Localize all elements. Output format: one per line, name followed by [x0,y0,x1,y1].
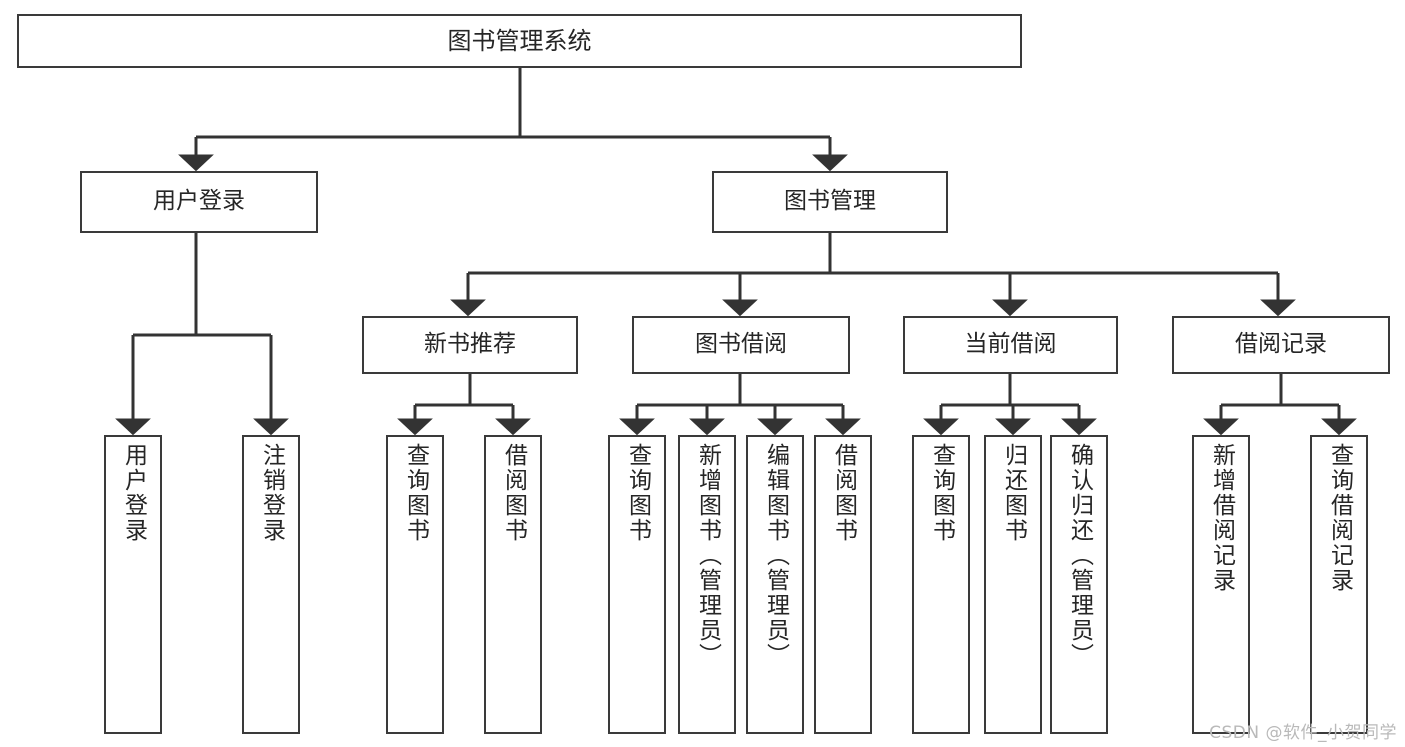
node-book-manage[interactable]: 图书管理 [712,171,948,233]
node-borrow-record[interactable]: 借阅记录 [1172,316,1390,374]
node-leaf-borrow-book-2[interactable]: 借阅图书 [814,435,872,734]
node-root-system[interactable]: 图书管理系统 [17,14,1022,68]
node-leaf-user-login[interactable]: 用户登录 [104,435,162,734]
node-leaf-edit-book-admin[interactable]: 编辑图书（管理员） [746,435,804,734]
node-leaf-return-book[interactable]: 归还图书 [984,435,1042,734]
node-leaf-query-borrow-record-label: 查询借阅记录 [1326,443,1353,593]
node-leaf-query-book-1[interactable]: 查询图书 [386,435,444,734]
watermark-text: CSDN @软件_小贺同学 [1209,723,1397,743]
node-leaf-add-book-admin-label: 新增图书（管理员） [694,443,721,668]
node-new-book-recommend-label: 新书推荐 [424,331,516,358]
node-current-borrow-label: 当前借阅 [964,331,1057,358]
node-leaf-user-login-label: 用户登录 [120,443,147,543]
node-current-borrow[interactable]: 当前借阅 [903,316,1118,374]
node-leaf-confirm-return-admin[interactable]: 确认归还（管理员） [1050,435,1108,734]
node-leaf-borrow-book-2-label: 借阅图书 [830,443,857,543]
node-book-borrow-label: 图书借阅 [695,331,787,358]
node-user-login[interactable]: 用户登录 [80,171,318,233]
node-user-login-label: 用户登录 [153,188,245,215]
node-borrow-record-label: 借阅记录 [1235,331,1327,358]
node-leaf-query-book-3[interactable]: 查询图书 [912,435,970,734]
node-leaf-query-book-1-label: 查询图书 [402,443,429,543]
node-leaf-query-book-2[interactable]: 查询图书 [608,435,666,734]
node-leaf-user-logout-label: 注销登录 [258,443,285,543]
node-leaf-borrow-book-1-label: 借阅图书 [500,443,527,543]
node-leaf-edit-book-admin-label: 编辑图书（管理员） [762,443,789,668]
node-root-system-label: 图书管理系统 [447,26,592,55]
node-leaf-confirm-return-admin-label: 确认归还（管理员） [1066,443,1093,668]
node-leaf-query-book-2-label: 查询图书 [624,443,651,543]
node-leaf-add-borrow-record-label: 新增借阅记录 [1208,443,1235,593]
node-leaf-query-borrow-record[interactable]: 查询借阅记录 [1310,435,1368,734]
node-book-borrow[interactable]: 图书借阅 [632,316,850,374]
node-leaf-user-logout[interactable]: 注销登录 [242,435,300,734]
node-leaf-add-book-admin[interactable]: 新增图书（管理员） [678,435,736,734]
node-book-manage-label: 图书管理 [784,188,876,215]
node-leaf-borrow-book-1[interactable]: 借阅图书 [484,435,542,734]
node-leaf-return-book-label: 归还图书 [1000,443,1027,543]
node-new-book-recommend[interactable]: 新书推荐 [362,316,578,374]
node-leaf-add-borrow-record[interactable]: 新增借阅记录 [1192,435,1250,734]
node-leaf-query-book-3-label: 查询图书 [928,443,955,543]
